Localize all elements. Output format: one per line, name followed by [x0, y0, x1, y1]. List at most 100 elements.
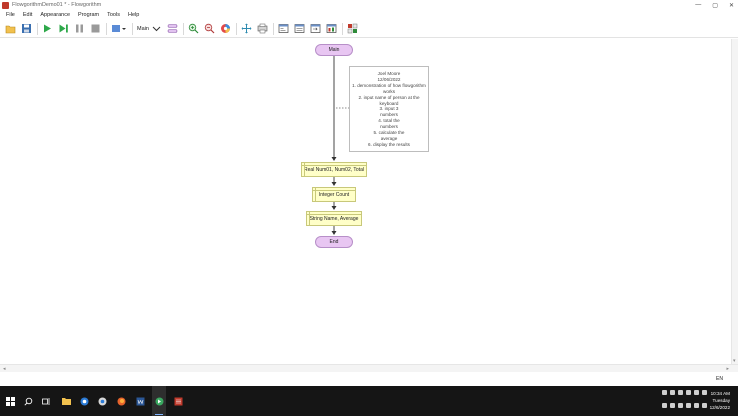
connector-arrow: [331, 206, 337, 210]
language-indicator[interactable]: EN: [716, 376, 723, 382]
start-button[interactable]: [3, 386, 17, 416]
step-button[interactable]: [58, 23, 69, 34]
menu-file[interactable]: File: [6, 12, 15, 18]
title-bar[interactable]: FlowgorithmDemo01 * - Flowgorithm — ▢ ✕: [0, 0, 738, 10]
declare-real-label: Real Num01, Num02, Total: [304, 166, 364, 173]
close-button[interactable]: ✕: [728, 2, 734, 9]
function-selector-label[interactable]: Main: [137, 25, 149, 32]
comment-line: keyboard: [379, 100, 399, 106]
tray-icon[interactable]: [686, 390, 691, 395]
zoom-out-button[interactable]: [204, 23, 215, 34]
function-selector-dropdown[interactable]: [151, 23, 162, 34]
tray-icon[interactable]: [678, 390, 683, 395]
declare-string-block[interactable]: String Name, Average: [306, 211, 362, 226]
tray-icon[interactable]: [694, 390, 699, 395]
chart-window-button[interactable]: [326, 23, 337, 34]
flowchart-icon: [347, 23, 358, 34]
color-wheel-icon: [220, 24, 230, 33]
chrome-icon: [98, 397, 107, 405]
comment-line: Joel Moore: [377, 71, 401, 76]
word-taskbar[interactable]: [134, 386, 147, 416]
console-icon: [294, 24, 305, 33]
comment-line: 6. display the results: [368, 141, 410, 147]
open-folder-button[interactable]: [5, 23, 16, 34]
browser-icon: [80, 397, 89, 405]
declare-real-block[interactable]: Real Num01, Num02, Total: [301, 162, 367, 177]
comment-line: 4. total the: [378, 118, 400, 124]
source-code-button[interactable]: [310, 23, 321, 34]
run-button[interactable]: [42, 23, 53, 34]
print-icon: [257, 23, 268, 34]
save-button[interactable]: [21, 23, 32, 34]
file-explorer-taskbar[interactable]: [60, 386, 73, 416]
toolbar-separator: [37, 22, 38, 35]
console-button[interactable]: [294, 23, 305, 34]
chart-window-icon: [326, 24, 337, 33]
flowchart-canvas[interactable]: Main Joel Moore 12/06/2022 1. demonstrat…: [0, 39, 731, 364]
stop-icon: [91, 24, 100, 33]
search-button[interactable]: [21, 386, 35, 416]
tray-icon[interactable]: [702, 390, 707, 395]
tray-icon[interactable]: [662, 390, 667, 395]
connector-arrow: [331, 231, 337, 235]
end-terminal[interactable]: End: [315, 236, 353, 248]
notification-icon[interactable]: [702, 403, 707, 408]
variable-watch-button[interactable]: [278, 23, 289, 34]
flowchart-options-button[interactable]: [347, 23, 358, 34]
speed-dropdown[interactable]: [111, 23, 127, 34]
maximize-button[interactable]: ▢: [712, 2, 718, 9]
comment-line: 2. input name of person at the: [358, 94, 420, 100]
scroll-down-arrow[interactable]: ▾: [733, 358, 736, 364]
taskbar-clock[interactable]: 10:34 AM Tuesday 12/6/2022: [710, 390, 730, 411]
declare-integer-block[interactable]: Integer Count: [312, 187, 356, 202]
firefox-taskbar[interactable]: [115, 386, 128, 416]
flowgorithm-icon: [155, 397, 163, 405]
app-taskbar-2[interactable]: [78, 386, 91, 416]
comment-line: 12/06/2022: [377, 76, 401, 82]
start-terminal[interactable]: Main: [315, 44, 353, 56]
clock-date: 12/6/2022: [709, 405, 730, 410]
manage-functions-button[interactable]: [167, 23, 178, 34]
firefox-icon: [117, 397, 126, 405]
step-icon: [59, 24, 68, 33]
scroll-left-arrow[interactable]: ◂: [3, 366, 6, 372]
network-icon[interactable]: [662, 403, 667, 408]
system-tray-row-2: [662, 403, 707, 408]
menu-edit[interactable]: Edit: [22, 12, 33, 18]
scroll-right-arrow[interactable]: ▸: [726, 366, 729, 372]
vertical-scrollbar[interactable]: ▾: [731, 39, 738, 364]
window-controls: — ▢ ✕: [695, 0, 734, 10]
task-view-button[interactable]: [39, 386, 53, 416]
menu-appearance[interactable]: Appearance: [40, 12, 71, 18]
menu-help[interactable]: Help: [127, 12, 140, 18]
windows-logo-icon: [5, 396, 15, 406]
color-scheme-button[interactable]: [220, 23, 231, 34]
pause-button[interactable]: [74, 23, 85, 34]
menu-tools[interactable]: Tools: [107, 12, 120, 18]
minimize-button[interactable]: —: [695, 2, 702, 8]
app-taskbar-3[interactable]: [96, 386, 109, 416]
horizontal-scrollbar[interactable]: ◂ ▸: [0, 364, 738, 372]
print-button[interactable]: [257, 23, 268, 34]
layout-windows-button[interactable]: [241, 23, 252, 34]
tray-icon[interactable]: [670, 390, 675, 395]
pause-icon: [76, 24, 83, 33]
window-list-icon: [278, 24, 289, 33]
app-icon: [174, 397, 183, 405]
flowchart-connectors: [331, 56, 349, 235]
zoom-in-button[interactable]: [188, 23, 199, 34]
folder-icon: [5, 25, 16, 34]
language-icon[interactable]: [694, 403, 699, 408]
wifi-icon[interactable]: [686, 403, 691, 408]
comment-box[interactable]: Joel Moore 12/06/2022 1. demonstration o…: [349, 66, 429, 152]
source-window-icon: [310, 24, 321, 33]
move-arrows-icon: [241, 23, 252, 34]
zoom-in-icon: [188, 23, 199, 34]
app-taskbar-9[interactable]: [172, 386, 185, 416]
flowgorithm-taskbar[interactable]: [152, 386, 166, 416]
battery-icon[interactable]: [678, 403, 683, 408]
stop-button[interactable]: [90, 23, 101, 34]
system-tray: [662, 390, 707, 395]
menu-program[interactable]: Program: [78, 12, 100, 18]
volume-icon[interactable]: [670, 403, 675, 408]
